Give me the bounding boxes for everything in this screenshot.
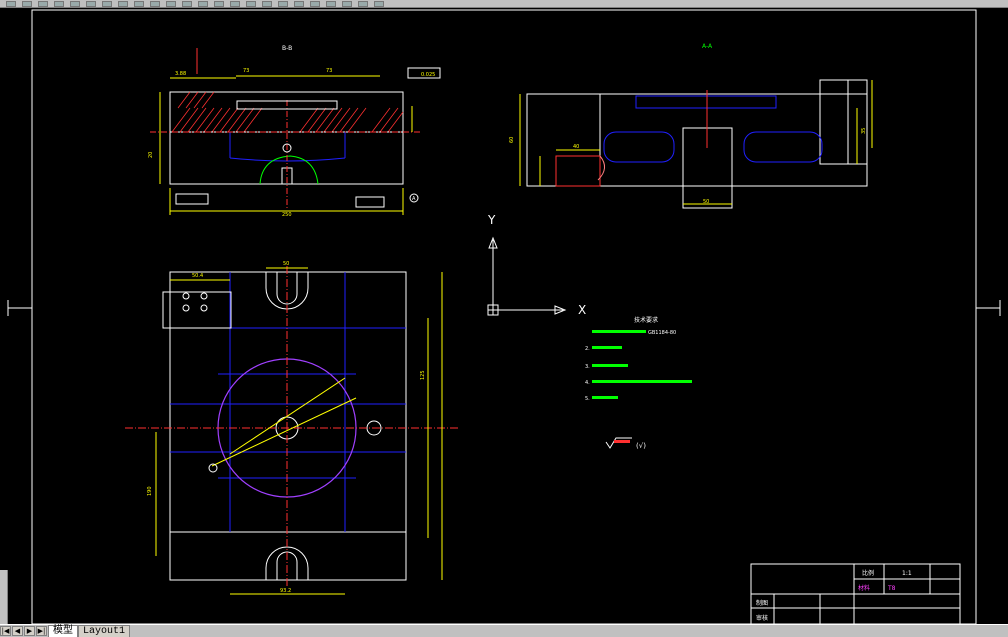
toolbar-button[interactable] bbox=[278, 1, 288, 7]
title-material-value: T8 bbox=[887, 585, 896, 592]
section-view: B-B bbox=[148, 45, 441, 218]
toolbar-button[interactable] bbox=[54, 1, 64, 7]
toolbar-button[interactable] bbox=[70, 1, 80, 7]
toolbar-button[interactable] bbox=[342, 1, 352, 7]
toolbar-button[interactable] bbox=[166, 1, 176, 7]
side-dim-40: 40 bbox=[573, 144, 579, 150]
tolerance-frame-top: 0.025 bbox=[421, 72, 435, 78]
section-dim-250: 250 bbox=[282, 212, 292, 218]
side-dim-60: 60 bbox=[509, 137, 515, 143]
tech-req-line-5: 5. bbox=[585, 396, 590, 402]
tab-model[interactable]: 模型 bbox=[48, 625, 78, 637]
tech-req-line-3: 3. bbox=[585, 364, 590, 370]
side-dim-50: 50 bbox=[703, 199, 709, 205]
toolbar bbox=[0, 0, 1008, 8]
toolbar-button[interactable] bbox=[102, 1, 112, 7]
toolbar-button[interactable] bbox=[22, 1, 32, 7]
title-checked-label: 审核 bbox=[756, 614, 768, 622]
layout-tab-bar: |◀ ◀ ▶ ▶| 模型 Layout1 bbox=[0, 624, 1008, 637]
vertical-scrollbar[interactable] bbox=[0, 570, 8, 625]
section-dim-20: 20 bbox=[148, 152, 154, 158]
toolbar-button[interactable] bbox=[134, 1, 144, 7]
toolbar-button[interactable] bbox=[182, 1, 192, 7]
tech-req-line-4: 4. bbox=[585, 380, 590, 386]
toolbar-button[interactable] bbox=[262, 1, 272, 7]
first-tab-button[interactable]: |◀ bbox=[0, 626, 11, 636]
toolbar-button[interactable] bbox=[6, 1, 16, 7]
cad-drawing: B-B bbox=[7, 9, 1001, 625]
ucs-y-label: Y bbox=[487, 213, 496, 227]
section-dim-73-left: 73 bbox=[243, 68, 249, 74]
title-material-label: 材料 bbox=[858, 584, 870, 592]
section-dim-73-right: 73 bbox=[326, 68, 332, 74]
technical-requirements: 技术要求 GB1184-80 2. 3. 4. 5. (√) bbox=[585, 316, 692, 450]
toolbar-button[interactable] bbox=[358, 1, 368, 7]
ucs-icon: Y X bbox=[487, 213, 586, 317]
next-tab-button[interactable]: ▶ bbox=[24, 626, 35, 636]
toolbar-button[interactable] bbox=[374, 1, 384, 7]
prev-tab-button[interactable]: ◀ bbox=[12, 626, 23, 636]
title-scale-value: 1:1 bbox=[902, 570, 912, 577]
datum-a: A bbox=[412, 196, 416, 202]
side-dim-35: 35 bbox=[861, 128, 867, 134]
toolbar-button[interactable] bbox=[150, 1, 160, 7]
title-block: 比例 1:1 材料 T8 制图 审核 bbox=[750, 563, 961, 625]
toolbar-button[interactable] bbox=[214, 1, 224, 7]
plan-dim-50: 50 bbox=[283, 261, 289, 267]
section-dim-388: 3.88 bbox=[175, 71, 186, 77]
toolbar-button[interactable] bbox=[246, 1, 256, 7]
last-tab-button[interactable]: ▶| bbox=[36, 626, 47, 636]
plan-dim-190: 190 bbox=[147, 486, 153, 496]
section-view-title: B-B bbox=[282, 45, 292, 52]
plan-view: 50.4 50 93.2 190 125 bbox=[125, 261, 460, 595]
plan-dim-93-2: 93.2 bbox=[280, 588, 291, 594]
plan-dim-50-4: 50.4 bbox=[192, 273, 203, 279]
toolbar-button[interactable] bbox=[118, 1, 128, 7]
toolbar-button[interactable] bbox=[294, 1, 304, 7]
ucs-x-label: X bbox=[578, 303, 586, 317]
roughness-note: (√) bbox=[636, 442, 646, 450]
title-drawn-label: 制图 bbox=[756, 599, 768, 607]
toolbar-button[interactable] bbox=[38, 1, 48, 7]
side-view: A-A 40 50 60 35 bbox=[509, 43, 873, 209]
toolbar-button[interactable] bbox=[310, 1, 320, 7]
toolbar-button[interactable] bbox=[326, 1, 336, 7]
drawing-canvas[interactable]: B-B bbox=[0, 8, 1008, 625]
toolbar-button[interactable] bbox=[230, 1, 240, 7]
toolbar-button[interactable] bbox=[86, 1, 96, 7]
plan-dim-125: 125 bbox=[420, 370, 426, 380]
tech-req-title: 技术要求 bbox=[634, 316, 658, 324]
title-scale-label: 比例 bbox=[862, 569, 874, 577]
tech-req-line-1: GB1184-80 bbox=[648, 330, 676, 336]
tech-req-line-2: 2. bbox=[585, 346, 590, 352]
side-view-title: A-A bbox=[702, 43, 713, 50]
tab-layout1[interactable]: Layout1 bbox=[78, 625, 131, 637]
toolbar-button[interactable] bbox=[198, 1, 208, 7]
